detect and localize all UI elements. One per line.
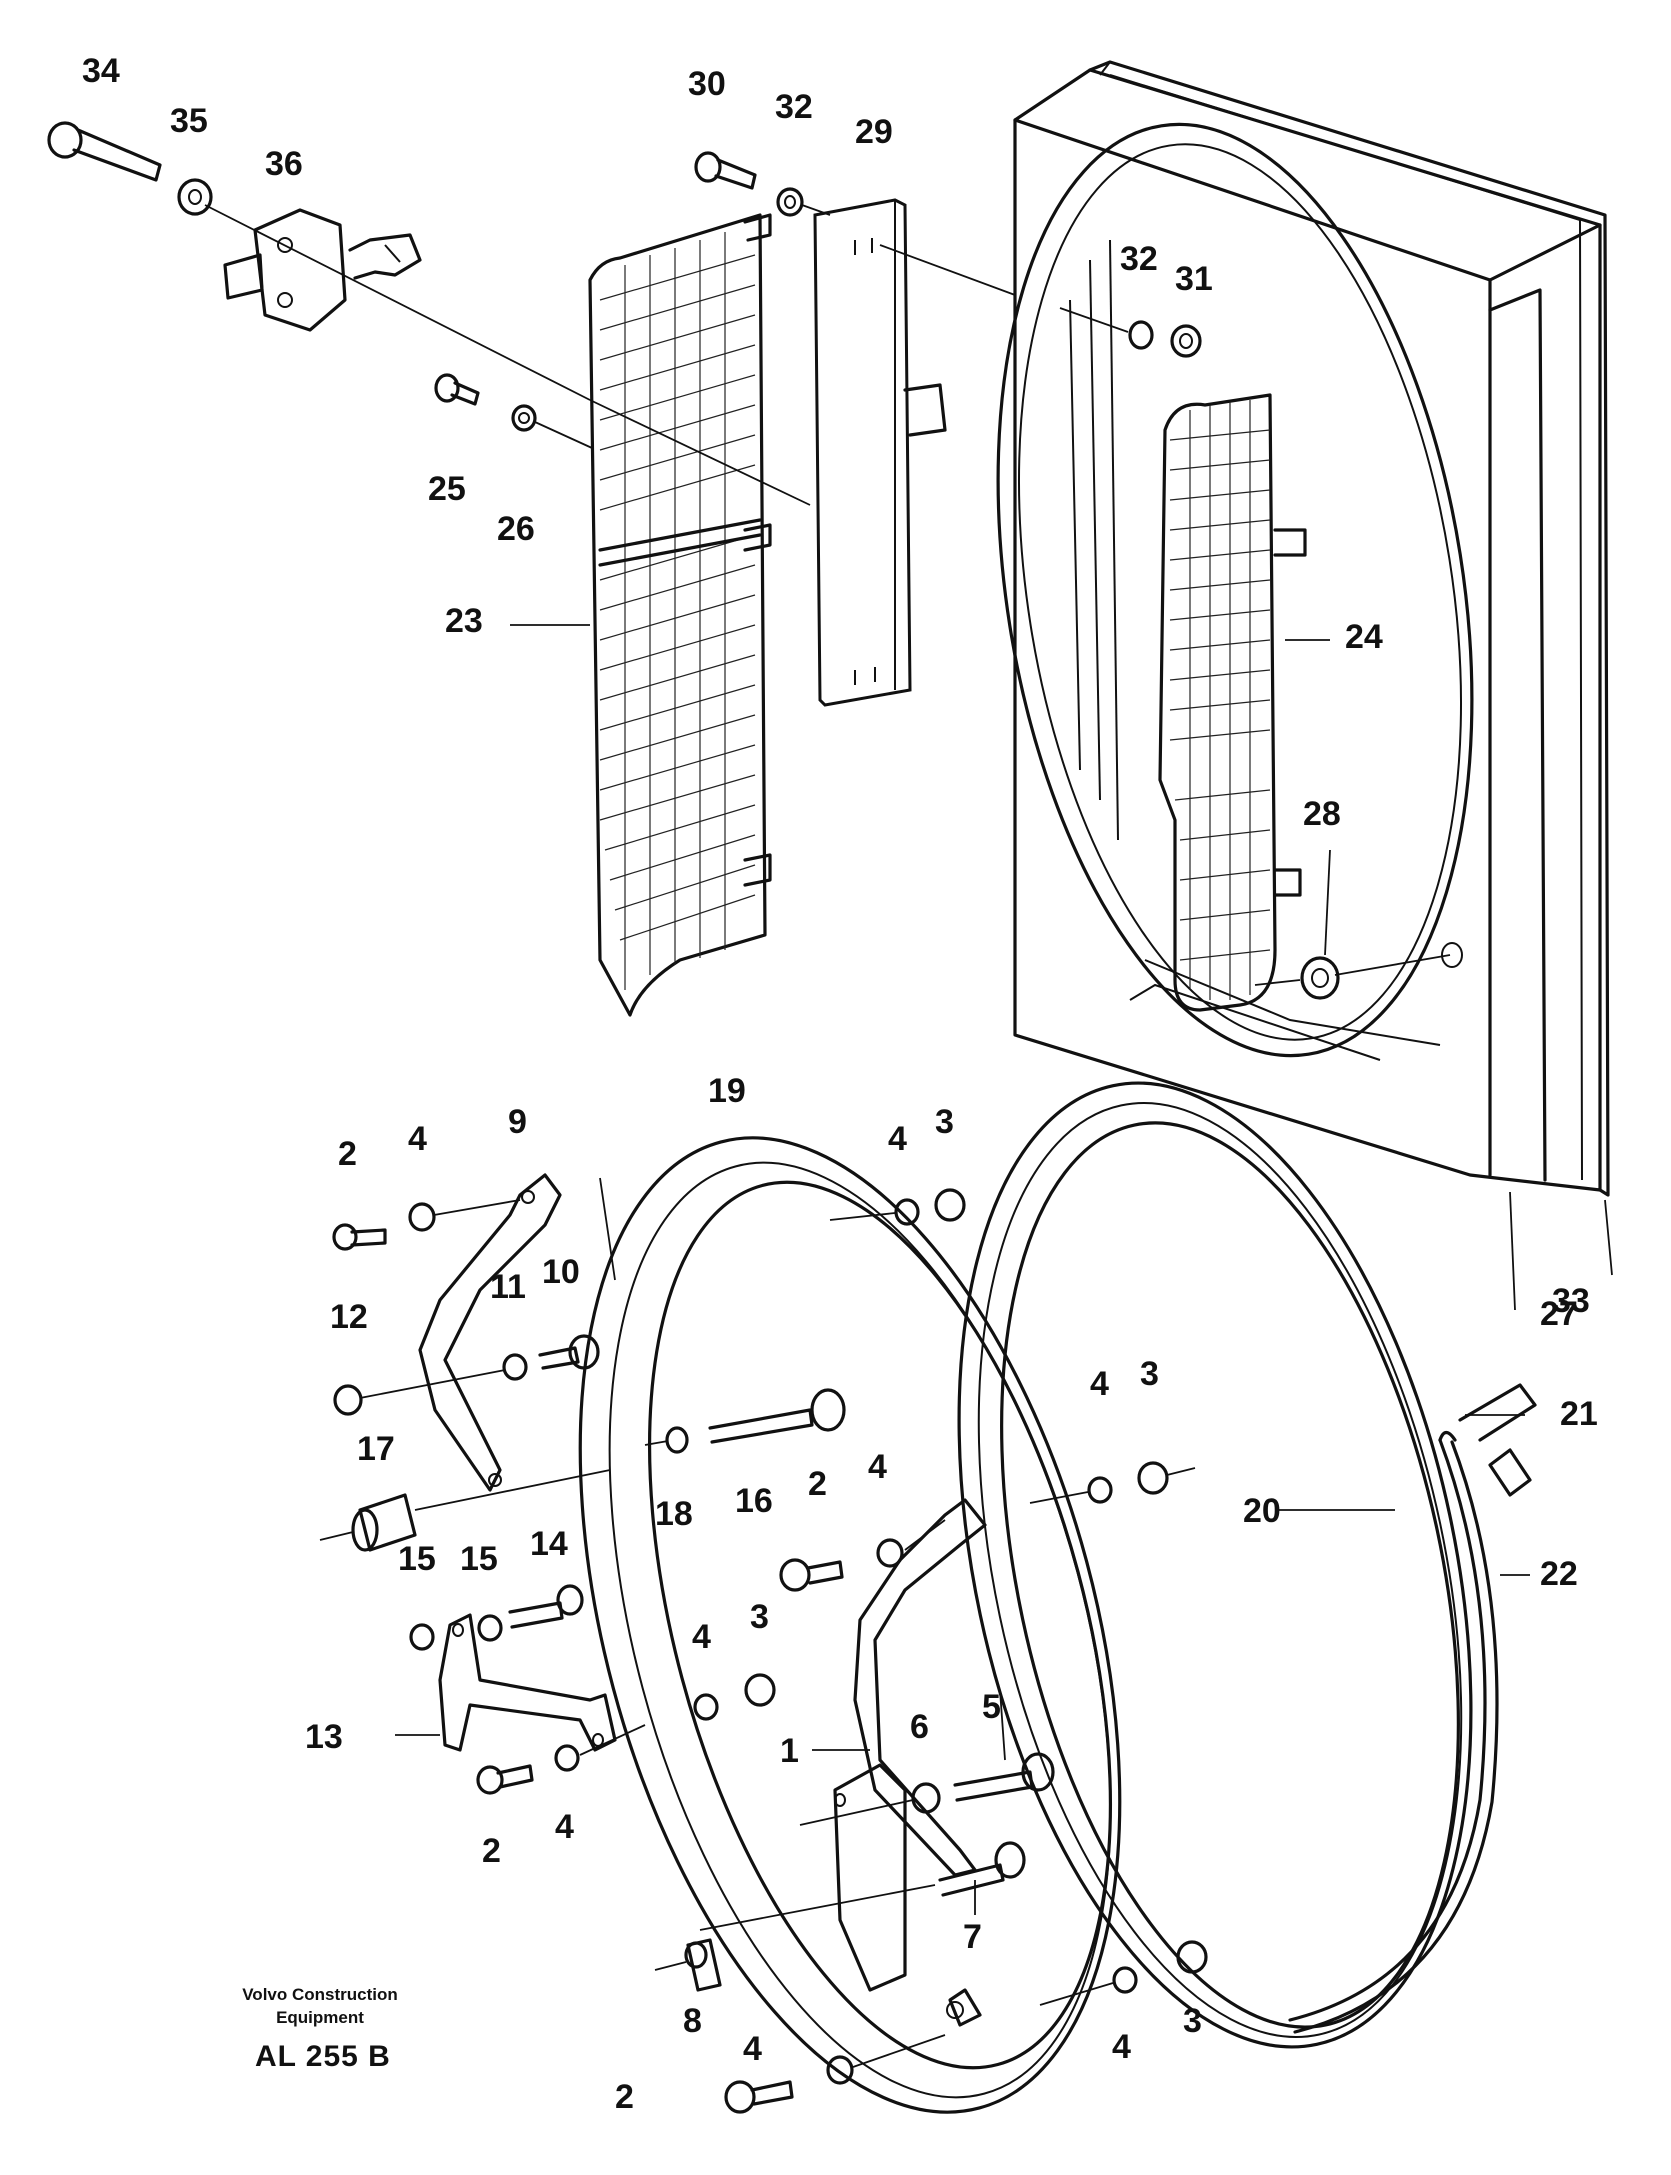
stay-center — [833, 1498, 987, 2027]
callout-9: 9 — [508, 1103, 527, 1141]
inner-mesh-guard — [1158, 393, 1307, 1012]
fan-ring — [578, 1136, 1122, 2114]
callout-22: 22 — [1540, 1555, 1578, 1593]
callout-4-d: 4 — [868, 1448, 887, 1486]
callout-3-c: 3 — [750, 1598, 769, 1636]
callout-29: 29 — [855, 113, 893, 151]
callout-2-d: 2 — [615, 2078, 634, 2116]
callout-2-c: 2 — [482, 1832, 501, 1870]
callout-3-a: 3 — [935, 1103, 954, 1141]
callout-leaders — [395, 624, 1613, 1915]
callout-2-b: 2 — [808, 1465, 827, 1503]
brand-line-1: Volvo Construction — [242, 1985, 398, 2004]
brand-line-2: Equipment — [276, 2008, 364, 2027]
mounting-bracket — [813, 198, 1016, 707]
callout-33: 33 — [1552, 1282, 1590, 1320]
callout-18: 18 — [655, 1495, 693, 1533]
callout-4-a: 4 — [408, 1120, 427, 1158]
callout-17: 17 — [357, 1430, 395, 1468]
callout-4-f: 4 — [555, 1808, 574, 1846]
callout-3-b: 3 — [1140, 1355, 1159, 1393]
callout-21: 21 — [1560, 1395, 1598, 1433]
callout-4-e: 4 — [692, 1618, 711, 1656]
callout-4-b: 4 — [888, 1120, 907, 1158]
nut-and-washer-upper — [1059, 307, 1202, 358]
stay-upper — [418, 1173, 616, 1492]
callout-3-d: 3 — [1183, 2002, 1202, 2040]
callout-27: 27 — [1540, 1295, 1578, 1333]
callout-12: 12 — [330, 1298, 368, 1336]
callout-32-right: 32 — [1120, 240, 1158, 278]
callout-34: 34 — [82, 52, 120, 90]
callout-16: 16 — [735, 1482, 773, 1520]
callout-35: 35 — [170, 102, 208, 140]
callout-32-top: 32 — [775, 88, 813, 126]
callout-23: 23 — [445, 602, 483, 640]
callout-4-h: 4 — [1112, 2028, 1131, 2066]
outer-mesh-guard — [588, 213, 772, 1017]
callout-20: 20 — [1243, 1492, 1281, 1530]
callout-14: 14 — [530, 1525, 568, 1563]
callout-15-a: 15 — [398, 1540, 436, 1578]
callout-31: 31 — [1175, 260, 1213, 298]
fan-ring-opening — [996, 122, 1474, 1061]
callout-13: 13 — [305, 1718, 343, 1756]
callout-4-c: 4 — [1090, 1365, 1109, 1403]
fasteners-lower — [319, 1188, 1208, 2114]
bolt-guard — [434, 373, 593, 449]
stay-lower — [438, 1613, 617, 1752]
part-callouts: 34 35 36 30 32 29 32 31 25 26 23 24 28 1… — [82, 52, 1598, 2116]
callout-7: 7 — [963, 1918, 982, 1956]
callout-10: 10 — [542, 1253, 580, 1291]
callout-30: 30 — [688, 65, 726, 103]
grommet — [1254, 942, 1463, 1000]
callout-24: 24 — [1345, 618, 1383, 656]
callout-26: 26 — [497, 510, 535, 548]
seal-ring — [957, 1081, 1473, 2049]
callout-15-b: 15 — [460, 1540, 498, 1578]
callout-5: 5 — [982, 1688, 1001, 1726]
callout-36: 36 — [265, 145, 303, 183]
callout-2-a: 2 — [338, 1135, 357, 1173]
callout-1: 1 — [780, 1732, 799, 1770]
bolt-top — [694, 151, 831, 217]
drawing-code: AL 255 B — [255, 2040, 391, 2073]
callout-8: 8 — [683, 2002, 702, 2040]
shroud-housing — [1013, 60, 1610, 1197]
callout-6: 6 — [910, 1708, 929, 1746]
callout-4-g: 4 — [743, 2030, 762, 2068]
latch-assembly — [47, 121, 811, 506]
callout-19: 19 — [708, 1072, 746, 1110]
callout-28: 28 — [1303, 795, 1341, 833]
callout-11: 11 — [490, 1268, 526, 1306]
callout-25: 25 — [428, 470, 466, 508]
hose — [1288, 1383, 1537, 2034]
